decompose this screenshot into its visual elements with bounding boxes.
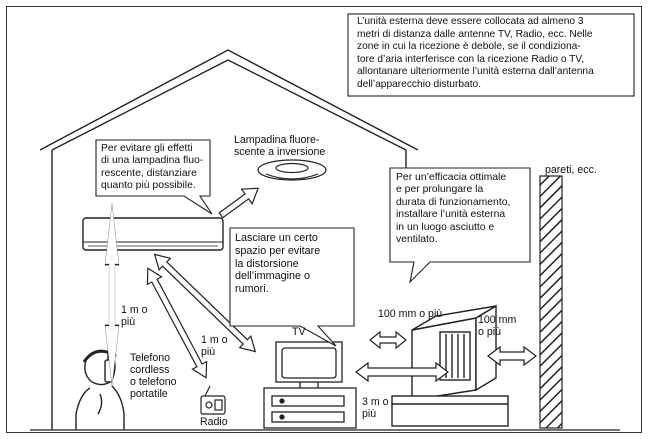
phone-label-line: portatile xyxy=(130,388,168,400)
antenna-note-line: zone in cui la ricezione è debole, se il… xyxy=(357,41,581,53)
distance-line: più xyxy=(362,408,377,420)
person-with-phone xyxy=(75,349,125,430)
antenna-note-line: allontanare ulteriormente l’unità estern… xyxy=(357,66,594,78)
tv-distance-label: 3 m o più xyxy=(362,396,389,420)
arrow-tv xyxy=(153,253,257,353)
distortion-note-line: rumori. xyxy=(235,283,269,296)
tv-label: TV xyxy=(292,326,306,338)
fluorescent-note-line: Per evitare gli effetti xyxy=(101,143,193,154)
distortion-note-line: dell’immagine o xyxy=(235,270,311,283)
distance-line: 1 m o xyxy=(121,304,148,316)
distance-line: più xyxy=(121,316,136,328)
arrow-phone xyxy=(104,202,120,388)
lamp-label-line: scente a inversione xyxy=(234,146,326,158)
outdoor-note-box xyxy=(389,167,531,284)
lamp-label-line: Lampadina fluore- xyxy=(234,134,320,146)
fluorescent-note-line: quanto più possibile. xyxy=(101,180,196,192)
radio-device xyxy=(200,385,226,415)
clearance-top-label: 100 mm o più xyxy=(378,308,443,320)
diagram-frame xyxy=(6,6,642,433)
outdoor-note-line: durata di funzionamento, xyxy=(396,196,511,208)
outdoor-note-line: installare l’unità esterna xyxy=(396,209,506,221)
tv-set xyxy=(263,341,357,429)
indoor-unit xyxy=(82,217,224,251)
outdoor-note-line: e per prolungare la xyxy=(396,184,484,196)
fluorescent-note-box xyxy=(95,139,213,215)
arrow-wall-gap xyxy=(369,330,407,350)
arrow-side-gap xyxy=(487,345,537,367)
arrow-tv-outdoor xyxy=(355,361,449,383)
phone-label-line: Telefono xyxy=(130,352,171,364)
outdoor-note-line: Per un’efficacia ottimale xyxy=(396,172,507,183)
lamp-label: Lampadina fluore- scente a inversione xyxy=(234,134,325,158)
antenna-note-line: tore d’aria interferisce con la ricezion… xyxy=(357,53,585,65)
fluorescent-note: Per evitare gli effetti di una lampadina… xyxy=(101,143,203,193)
radio-label: Radio xyxy=(200,416,228,428)
distortion-note: Lasciare un certo spazio per evitare la … xyxy=(235,232,320,296)
phone-label-line: cordless xyxy=(130,364,170,376)
distance-line: 3 m o xyxy=(362,396,389,408)
phone-label-line: o telefono xyxy=(130,376,177,388)
distance-arrows xyxy=(104,187,537,388)
walls-label: pareti, ecc. xyxy=(545,164,597,176)
outdoor-unit xyxy=(391,304,509,427)
callout-boxes xyxy=(95,13,635,347)
fluorescent-lamp xyxy=(257,159,327,181)
fluorescent-note-line: di una lampadina fluo- xyxy=(101,155,204,167)
phone-distance-label: 1 m o più xyxy=(121,304,148,328)
distance-line: più xyxy=(201,346,216,358)
phone-label: Telefono cordless o telefono portatile xyxy=(130,352,177,400)
distance-line: 100 mm xyxy=(478,314,517,326)
outdoor-note-line: in un luogo asciutto e xyxy=(396,221,495,233)
fluorescent-note-line: rescente, distanziare xyxy=(101,167,197,179)
outdoor-placement-note: Per un’efficacia ottimale e per prolunga… xyxy=(396,172,510,246)
antenna-note-box xyxy=(347,13,635,97)
radio-distance-label: 1 m o più xyxy=(201,334,228,358)
distortion-note-line: la distorsione xyxy=(235,257,299,270)
distortion-note-box xyxy=(229,227,355,347)
antenna-note-line: metri di distanza dalle antenne TV, Radi… xyxy=(357,28,593,40)
distance-line: 1 m o xyxy=(201,334,228,346)
arrow-radio xyxy=(146,267,208,379)
clearance-side-label: 100 mm o più xyxy=(478,314,516,338)
antenna-note-line: L’unità esterna deve essere collocata ad… xyxy=(357,16,584,27)
distortion-note-line: Lasciare un certo xyxy=(235,232,318,244)
antenna-note-line: dell’apparecchio disturbato. xyxy=(357,78,482,90)
distance-line: o più xyxy=(478,326,501,338)
antenna-distance-note: L’unità esterna deve essere collocata ad… xyxy=(357,16,594,92)
wall-hatched xyxy=(539,175,563,429)
distortion-note-line: spazio per evitare xyxy=(235,244,321,257)
arrow-to-lamp xyxy=(218,187,260,219)
outdoor-note-line: ventilato. xyxy=(396,234,438,246)
